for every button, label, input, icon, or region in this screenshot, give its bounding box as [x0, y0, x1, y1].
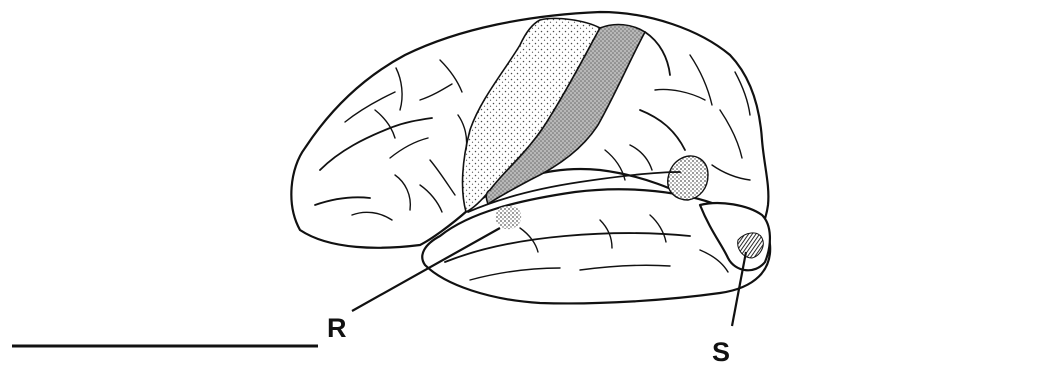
label-r: R: [327, 313, 347, 343]
label-s: S: [712, 337, 730, 367]
auditory-area: [495, 206, 521, 229]
